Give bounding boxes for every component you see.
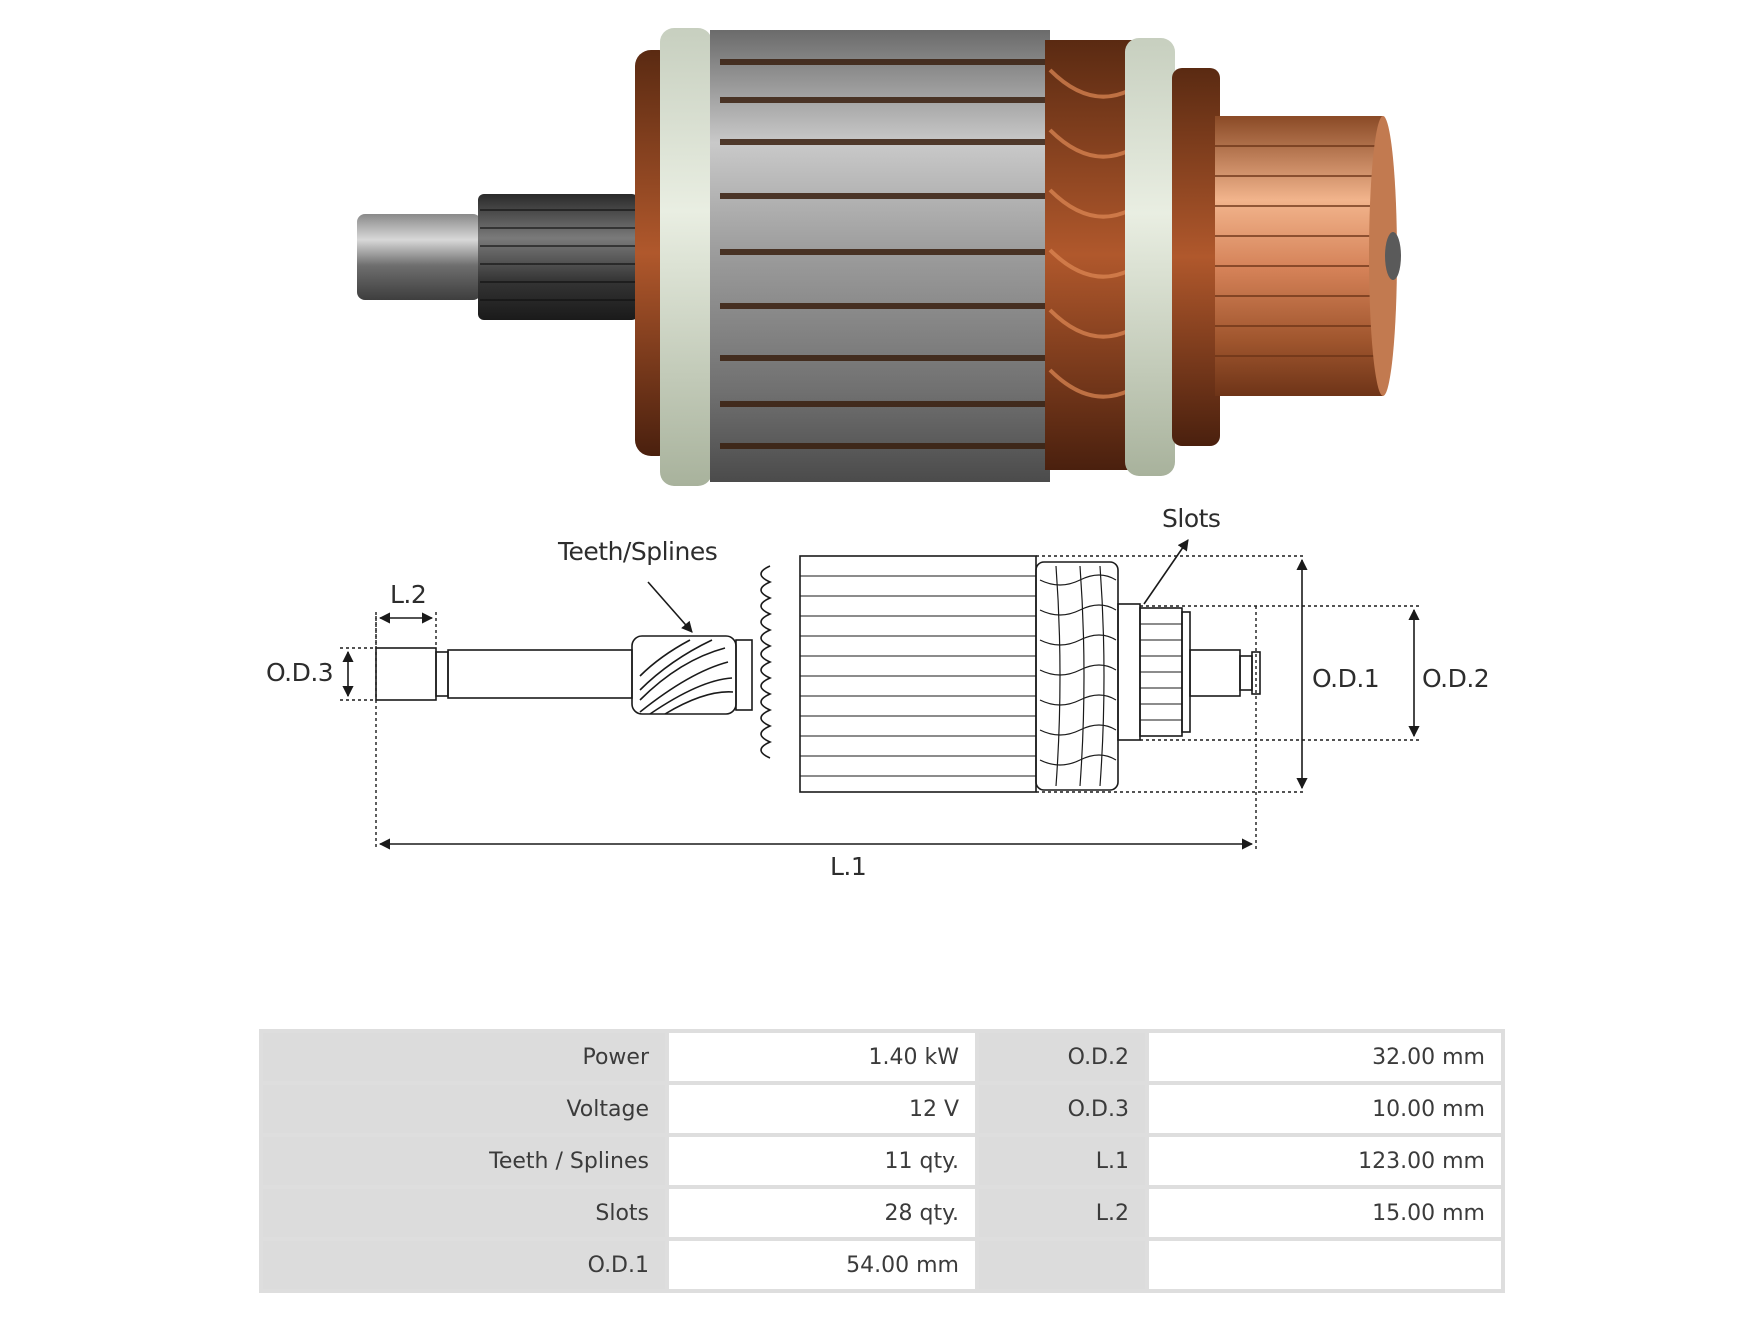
label-l2: L.2 bbox=[390, 580, 427, 609]
spec-value: 28 qty. bbox=[669, 1189, 975, 1237]
label-od3: O.D.3 bbox=[266, 658, 334, 687]
spec-key: Slots bbox=[263, 1189, 665, 1237]
spec-key: O.D.3 bbox=[979, 1085, 1145, 1133]
spec-value: 10.00 mm bbox=[1149, 1085, 1501, 1133]
spec-value: 15.00 mm bbox=[1149, 1189, 1501, 1237]
spec-value bbox=[1149, 1241, 1501, 1289]
spec-value: 32.00 mm bbox=[1149, 1033, 1501, 1081]
table-row: Voltage 12 V O.D.3 10.00 mm bbox=[263, 1085, 1501, 1133]
table-row: Power 1.40 kW O.D.2 32.00 mm bbox=[263, 1033, 1501, 1081]
spec-key: L.1 bbox=[979, 1137, 1145, 1185]
table-row: Slots 28 qty. L.2 15.00 mm bbox=[263, 1189, 1501, 1237]
label-od1: O.D.1 bbox=[1312, 664, 1380, 693]
spec-value: 123.00 mm bbox=[1149, 1137, 1501, 1185]
spec-value: 11 qty. bbox=[669, 1137, 975, 1185]
spec-value: 12 V bbox=[669, 1085, 975, 1133]
label-l1: L.1 bbox=[830, 852, 867, 881]
spec-key: L.2 bbox=[979, 1189, 1145, 1237]
spec-table: Power 1.40 kW O.D.2 32.00 mm Voltage 12 … bbox=[259, 1029, 1505, 1293]
shaft-tip bbox=[375, 647, 437, 701]
slots-leader bbox=[1143, 539, 1189, 605]
core-outline bbox=[799, 555, 1037, 793]
spec-key: O.D.1 bbox=[263, 1241, 665, 1289]
spec-key: O.D.2 bbox=[979, 1033, 1145, 1081]
teeth-leader bbox=[647, 581, 693, 633]
spec-key bbox=[979, 1241, 1145, 1289]
table-row: O.D.1 54.00 mm bbox=[263, 1241, 1501, 1289]
gear-outline bbox=[631, 635, 737, 715]
label-od2: O.D.2 bbox=[1422, 664, 1490, 693]
dimension-drawing bbox=[340, 539, 1420, 850]
spec-value: 1.40 kW bbox=[669, 1033, 975, 1081]
spec-value: 54.00 mm bbox=[669, 1241, 975, 1289]
armature-photo bbox=[357, 28, 1401, 486]
spec-key: Power bbox=[263, 1033, 665, 1081]
table-row: Teeth / Splines 11 qty. L.1 123.00 mm bbox=[263, 1137, 1501, 1185]
spec-key: Teeth / Splines bbox=[263, 1137, 665, 1185]
label-teeth-splines: Teeth/Splines bbox=[558, 537, 718, 566]
label-slots: Slots bbox=[1162, 504, 1221, 533]
spec-key: Voltage bbox=[263, 1085, 665, 1133]
